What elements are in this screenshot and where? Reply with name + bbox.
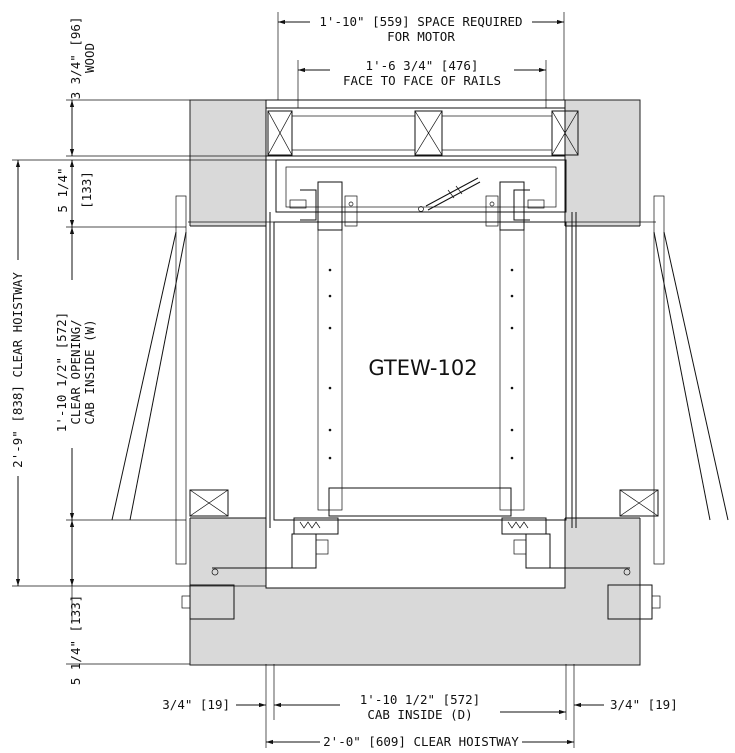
- opening-label-2: CLEAR OPENING/: [68, 319, 83, 424]
- wood-label-1: 3 3/4" [96]: [68, 17, 83, 100]
- crosshead: [275, 159, 567, 231]
- bottom-guides: [211, 517, 631, 576]
- dim-clear-opening: 1'-10 1/2" [572] CLEAR OPENING/ CAB INSI…: [54, 227, 97, 520]
- clear-hoistway-d-label: 2'-0" [609] CLEAR HOISTWAY: [323, 734, 519, 749]
- dim-wood: 3 3/4" [96] WOOD: [68, 17, 97, 156]
- top-gap-label-1: 5 1/4": [55, 167, 70, 212]
- space-motor-label-1: 1'-10" [559] SPACE REQUIRED: [319, 14, 522, 29]
- guide-rails: [265, 212, 577, 528]
- opening-label-3: CAB INSIDE (W): [82, 319, 97, 424]
- dim-cab-inside-d: 1'-10 1/2" [572] CAB INSIDE (D): [274, 692, 566, 722]
- hoistway-walls: [186, 99, 644, 666]
- wood-label-2: WOOD: [82, 43, 97, 73]
- dim-left-extensions: [12, 99, 276, 665]
- opening-label-1: 1'-10 1/2" [572]: [54, 312, 69, 432]
- car-platform: [188, 221, 656, 521]
- left-side-label: 3/4" [19]: [162, 697, 230, 712]
- dim-clear-hoistway-d: 2'-0" [609] CLEAR HOISTWAY: [266, 734, 574, 749]
- right-door: [607, 195, 729, 620]
- motor-wood-frame: [265, 107, 579, 157]
- dim-side-gaps: 3/4" [19] 3/4" [19]: [162, 697, 677, 712]
- dim-bottom-gap: 5 1/4" [133]: [68, 520, 83, 685]
- right-side-label: 3/4" [19]: [610, 697, 678, 712]
- dim-top-gap: 5 1/4" [133]: [55, 160, 94, 227]
- clear-hoistway-w-label: 2'-9" [838] CLEAR HOISTWAY: [10, 272, 25, 468]
- left-door: [111, 195, 235, 620]
- model-label: GTEW-102: [368, 356, 477, 380]
- top-gap-label-2: [133]: [79, 171, 94, 209]
- cab-inside-label-2: CAB INSIDE (D): [367, 707, 472, 722]
- rails-label-2: FACE TO FACE OF RAILS: [343, 73, 501, 88]
- rails-label-1: 1'-6 3/4" [476]: [366, 58, 479, 73]
- rail-bolts: [328, 268, 514, 460]
- dim-clear-hoistway-w: 2'-9" [838] CLEAR HOISTWAY: [10, 160, 25, 586]
- cab-inside-label-1: 1'-10 1/2" [572]: [360, 692, 480, 707]
- dim-face-to-face-rails: 1'-6 3/4" [476] FACE TO FACE OF RAILS: [297, 58, 547, 108]
- space-motor-label-2: FOR MOTOR: [387, 29, 455, 44]
- bottom-gap-label: 5 1/4" [133]: [68, 595, 83, 685]
- dim-space-motor: 1'-10" [559] SPACE REQUIRED FOR MOTOR: [277, 12, 565, 100]
